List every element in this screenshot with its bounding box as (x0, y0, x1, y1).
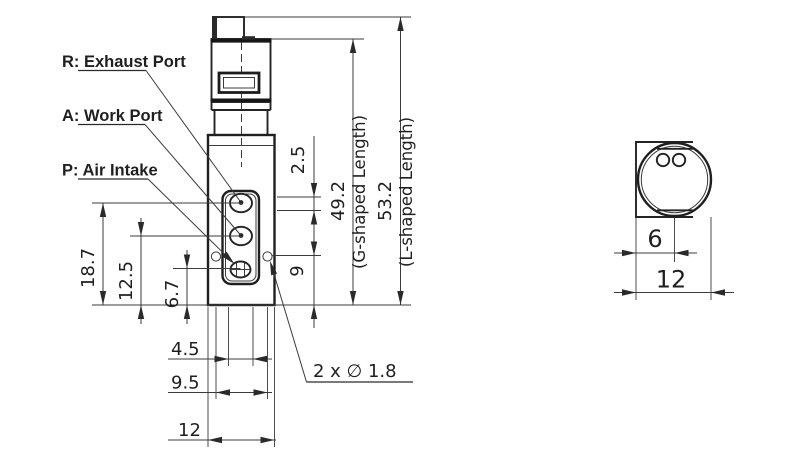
holes-leader-arrow (270, 261, 278, 276)
dim-arrow (711, 289, 725, 296)
dim-arrow (310, 305, 318, 319)
ext-lines-bottom (207, 307, 275, 447)
dim-note-l-shaped: (L-shaped Length) (397, 117, 416, 267)
dim-arrow (349, 39, 357, 53)
side-dim-text-12: 12 (656, 266, 687, 294)
dim-text-18-7: 18.7 (78, 248, 99, 288)
side-body-circle-inner (640, 145, 709, 214)
dim-arrow (208, 436, 222, 444)
dim-text-6-7: 6.7 (162, 280, 183, 309)
dim-arrow (99, 203, 107, 217)
side-ext-lines (635, 217, 712, 300)
upper-section (210, 102, 272, 111)
dim-arrow (310, 210, 318, 225)
exhaust-port-label: R: Exhaust Port (62, 53, 186, 71)
dim-text-49-2: 49.2 (328, 181, 349, 221)
dim-arrow (137, 305, 145, 319)
connector-tab (212, 16, 245, 40)
dim-arrow (253, 355, 267, 363)
side-dim-text-6: 6 (647, 225, 662, 253)
holes-leader-line (270, 263, 307, 383)
exhaust-leader-line (145, 70, 242, 203)
dim-arrow (310, 183, 318, 197)
dim-arrow (253, 389, 268, 396)
port-recess-outer (221, 189, 261, 286)
dim-arrow (99, 291, 107, 305)
side-view: 6 12 (614, 141, 734, 300)
work-leader-dot (238, 233, 244, 238)
left-dimensions: 18.7 12.5 6.7 (78, 202, 411, 324)
mounting-hole-left (210, 251, 222, 262)
dim-arrow (622, 249, 636, 257)
indicator-slot (217, 71, 261, 94)
work-leader-line (144, 124, 242, 236)
air-intake-label: P: Air Intake (62, 162, 158, 180)
air-intake-leader-line (147, 178, 231, 260)
exhaust-leader-dot (238, 200, 244, 205)
dim-arrow (183, 305, 191, 319)
dim-text-53-2: 53.2 (375, 181, 396, 221)
neck (213, 110, 269, 135)
dim-text-2-5: 2.5 (288, 146, 309, 175)
dim-arrow (214, 355, 229, 363)
dim-text-4-5: 4.5 (171, 339, 200, 360)
dim-note-g-shaped: (G-shaped Length) (350, 115, 369, 269)
holes-note-text: 2 x ∅ 1.8 (313, 361, 397, 382)
mounting-hole-right (262, 251, 273, 262)
connector-mark (242, 36, 255, 40)
dim-arrow (216, 389, 230, 396)
dim-arrow (260, 436, 275, 444)
front-view (206, 16, 276, 307)
dim-arrow (397, 291, 404, 305)
right-dimensions: 2.5 9 49.2 (G-shaped Length) 53.2 (L-sha… (245, 16, 416, 328)
dim-text-9-5: 9.5 (171, 373, 200, 394)
dim-arrow (674, 249, 689, 257)
side-body-flats (657, 147, 693, 212)
port-label-callouts: R: Exhaust Port A: Work Port P: Air Inta… (62, 53, 244, 264)
valve-body (206, 133, 276, 307)
dim-arrow (137, 222, 145, 236)
bottom-dimensions: 4.5 9.5 12 2 x ∅ 1.8 (168, 261, 413, 447)
side-port-hole-left (655, 152, 671, 168)
dim-arrow (310, 241, 318, 256)
side-port-hole-right (671, 152, 687, 168)
air-intake-leader-arrow (221, 251, 235, 264)
dim-text-12-5: 12.5 (116, 261, 137, 301)
dim-arrow (183, 254, 191, 269)
indicator-slot-inner (223, 77, 255, 89)
dim-text-9: 9 (287, 265, 308, 276)
air-intake-port-screen (231, 262, 250, 277)
connector-tab-thick-edge (212, 16, 217, 40)
dim-arrow (622, 289, 636, 296)
dim-text-12: 12 (178, 420, 201, 441)
work-port-label: A: Work Port (62, 107, 163, 125)
dim-arrow (397, 17, 404, 31)
side-body-circle-outer (636, 141, 713, 218)
dim-arrow (349, 291, 357, 305)
side-body-square (635, 141, 693, 218)
